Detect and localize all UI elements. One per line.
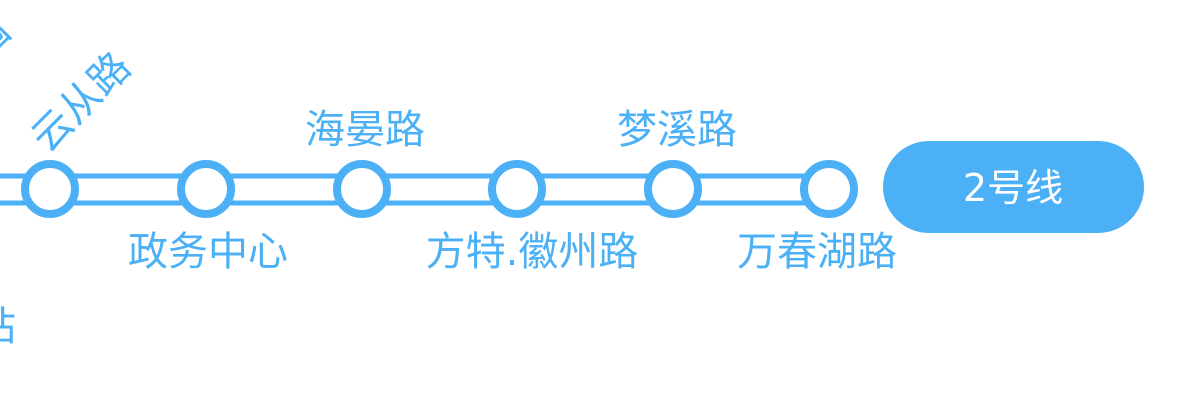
- station-marker-mengxi-road[interactable]: [644, 160, 702, 218]
- station-marker-wanchunhu-road[interactable]: [800, 160, 858, 218]
- line-badge-pill[interactable]: [883, 141, 1144, 233]
- station-marker-fangte-huizhou-road[interactable]: [488, 160, 546, 218]
- station-marker-zhengwu-center[interactable]: [177, 160, 235, 218]
- station-label-yuncong-road: 云从路: [23, 44, 140, 161]
- line-badge-label: 2号线: [963, 166, 1063, 210]
- station-label-wanchunhu-road: 万春湖路: [737, 229, 897, 275]
- station-label-zhengwu-center: 政务中心: [128, 229, 288, 275]
- partial-label-top-left: 园: [0, 8, 19, 69]
- station-marker-yuncong-road[interactable]: [21, 160, 79, 218]
- station-markers: [21, 160, 858, 218]
- line-badge[interactable]: 2号线: [883, 141, 1144, 233]
- station-label-fangte-huizhou-road: 方特.徽州路: [426, 229, 639, 275]
- metro-line-track: [0, 173, 830, 206]
- partial-label-bottom-left: 站: [0, 304, 16, 350]
- station-labels: 云从路 政务中心 海晏路 方特.徽州路 梦溪路 万春湖路: [23, 44, 897, 275]
- station-label-haiyan-road: 海晏路: [305, 107, 425, 153]
- station-label-mengxi-road: 梦溪路: [617, 107, 737, 153]
- station-marker-haiyan-road[interactable]: [333, 160, 391, 218]
